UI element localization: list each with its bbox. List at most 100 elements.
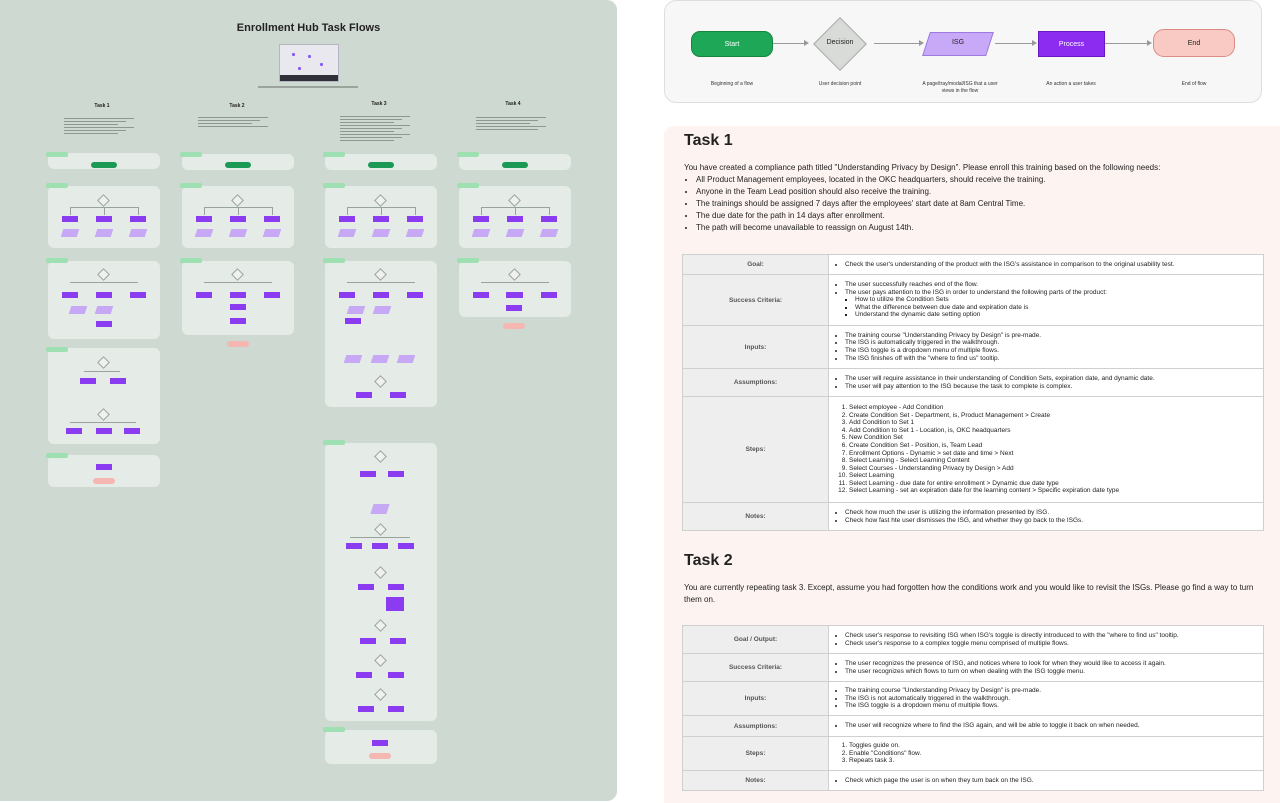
flow-connector <box>84 371 120 372</box>
flow-process-node <box>66 428 82 434</box>
flow-process-node <box>196 216 212 222</box>
task-1-inputs-row: Inputs: The training course "Understandi… <box>682 325 1264 369</box>
flow-end-node <box>503 323 525 329</box>
task-description-line <box>198 117 268 118</box>
legend-connector <box>995 43 1033 44</box>
flow-isg-node <box>128 229 148 237</box>
task-description-line <box>198 120 260 121</box>
task-description-line <box>198 126 268 127</box>
input-item: The training course "Understanding Priva… <box>845 687 1257 695</box>
thumbnail-caption <box>258 86 358 88</box>
task-description-line <box>340 140 394 141</box>
task-description-line <box>340 119 402 120</box>
task-description-line <box>340 131 394 132</box>
task-1-notes-row: Notes: Check how much the user is utiliz… <box>682 502 1264 531</box>
board-task-4-header: Task 4 <box>505 101 521 107</box>
flow-process-node <box>360 471 376 477</box>
flow-isg-node <box>371 229 391 237</box>
task-description-line <box>340 137 402 138</box>
flow-section-tag <box>46 183 68 188</box>
legend-process-caption: An action a user takes <box>1046 81 1096 87</box>
task-2-notes-row: Notes: Check which page the user is on w… <box>682 770 1264 791</box>
arrow-right-icon <box>919 40 924 46</box>
flow-start-node <box>368 162 394 168</box>
input-item: The ISG is not automatically triggered i… <box>845 695 1257 703</box>
row-label: Goal / Output: <box>682 625 829 654</box>
flow-isg-node <box>372 306 392 314</box>
task-document[interactable]: Task 1 You have created a compliance pat… <box>664 126 1280 803</box>
task-description-line <box>476 120 538 121</box>
step-item: Repeats task 3. <box>849 757 1257 765</box>
flow-section-tag <box>323 258 345 263</box>
legend-start-caption: Beginning of a flow <box>710 81 754 87</box>
flow-process-node <box>130 216 146 222</box>
flow-connector <box>104 207 105 215</box>
success-item: The user pays attention to the ISG in or… <box>845 289 1257 319</box>
success-subitem: How to utilize the Condition Sets <box>855 296 1257 304</box>
step-item: New Condition Set <box>849 434 1257 442</box>
success-subitem: What the difference between due date and… <box>855 304 1257 312</box>
legend-decision-label: Decision <box>826 39 854 46</box>
flow-end-node <box>369 753 391 759</box>
legend-end-caption: End of flow <box>1181 81 1207 87</box>
assumption-item: The user will require assistance in thei… <box>845 375 1257 383</box>
legend-start-shape: Start <box>691 31 773 57</box>
success-item: The user recognizes which flows to turn … <box>845 668 1257 676</box>
flow-process-node <box>373 292 389 298</box>
task-description-line <box>64 130 126 131</box>
flow-process-node <box>130 292 146 298</box>
flow-section-tag <box>323 152 345 157</box>
flow-connector <box>515 207 516 215</box>
flow-process-node <box>407 216 423 222</box>
flow-process-node <box>96 321 112 327</box>
legend-connector <box>773 43 805 44</box>
flow-isg-node <box>471 229 491 237</box>
goal-item: Check user's response to a complex toggl… <box>845 640 1257 648</box>
task-description-line <box>64 118 134 119</box>
flow-isg-node <box>68 306 88 314</box>
task-2-intro: You are currently repeating task 3. Exce… <box>684 583 1254 604</box>
flow-process-node <box>506 305 522 311</box>
board-task-3-header: Task 3 <box>371 101 387 107</box>
board-task-1-header: Task 1 <box>94 103 110 109</box>
task-2-goal-row: Goal / Output: Check user's response to … <box>682 625 1264 654</box>
flow-isg-node <box>539 229 559 237</box>
step-item: Select Courses - Understanding Privacy b… <box>849 465 1257 473</box>
flow-process-node <box>346 543 362 549</box>
row-label: Success Criteria: <box>682 653 829 682</box>
legend: Start Decision ISG Process End Beginning… <box>664 0 1262 103</box>
note-item: Check how fast hte user dismisses the IS… <box>845 517 1257 525</box>
task-1-need: Anyone in the Team Lead position should … <box>696 186 1264 198</box>
flow-process-node <box>264 216 280 222</box>
step-item: Select employee - Add Condition <box>849 404 1257 412</box>
row-label: Steps: <box>682 396 829 503</box>
flow-process-node <box>407 292 423 298</box>
task-1-goal-row: Goal: Check the user's understanding of … <box>682 254 1264 275</box>
flow-process-node <box>96 464 112 470</box>
task-2-success-row: Success Criteria: The user recognizes th… <box>682 653 1264 682</box>
flow-board[interactable]: Enrollment Hub Task Flows Task 1 Task 2 … <box>0 0 617 801</box>
flow-isg-node <box>228 229 248 237</box>
flow-section-tag <box>46 258 68 263</box>
legend-end-label: End <box>1187 39 1201 47</box>
assumption-item: The user will pay attention to the ISG b… <box>845 383 1257 391</box>
task-2-title: Task 2 <box>684 552 733 569</box>
task-2-inputs-row: Inputs: The training course "Understandi… <box>682 681 1264 716</box>
success-item: The user recognizes the presence of ISG,… <box>845 660 1257 668</box>
flow-process-node <box>345 318 361 324</box>
task-description-line <box>198 123 252 124</box>
input-item: The ISG toggle is a dropdown menu of mul… <box>845 702 1257 710</box>
step-item: Enrollment Options - Dynamic > set date … <box>849 450 1257 458</box>
step-item: Create Condition Set - Department, is, P… <box>849 412 1257 420</box>
task-1-title: Task 1 <box>684 132 733 149</box>
flow-process-node <box>264 292 280 298</box>
row-label: Success Criteria: <box>682 274 829 326</box>
flow-section-tag <box>457 258 479 263</box>
flow-process-node <box>62 216 78 222</box>
flow-process-node <box>96 292 112 298</box>
flow-section-tag <box>323 440 345 445</box>
legend-isg-shape: ISG <box>922 32 994 56</box>
input-item: The ISG toggle is a dropdown menu of mul… <box>845 347 1257 355</box>
task-1-needs-list: All Product Management employees, locate… <box>696 174 1264 234</box>
task-description-line <box>476 123 530 124</box>
